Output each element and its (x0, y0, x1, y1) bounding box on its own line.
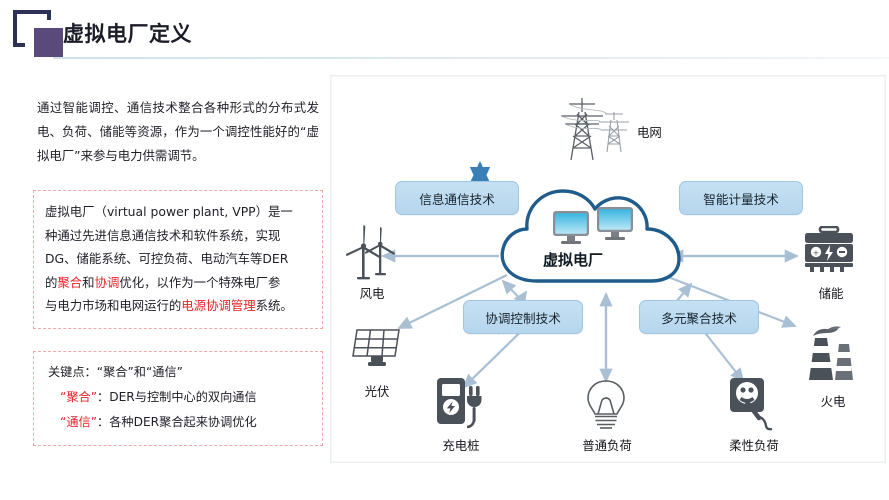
logo (13, 10, 67, 57)
tech-box-info-comm[interactable]: 信息通信技术 (395, 181, 519, 215)
center-label: 虚拟电厂 (543, 251, 604, 269)
bracket-icon (13, 10, 51, 47)
ev-charger-icon (437, 378, 482, 429)
monitor-icon-1 (553, 211, 589, 244)
definition-line-1: 虚拟电厂（virtual power plant, VPP）是一 (45, 204, 293, 219)
light-bulb-icon (587, 380, 625, 429)
definition-callout: 虚拟电厂（virtual power plant, VPP）是一 种通过先进信息… (33, 190, 323, 329)
tech-box-smart-metering[interactable]: 智能计量技术 (679, 181, 803, 215)
keypoint-sep-2: ： (97, 414, 110, 429)
title-divider (53, 57, 889, 59)
link-agg-socket (705, 333, 745, 383)
keypoint-term-2: “通信” (60, 414, 98, 429)
svg-text:+: + (813, 249, 820, 258)
node-label-grid: 电网 (637, 125, 662, 140)
node-label-normal-load: 普通负荷 (582, 438, 632, 453)
vpp-diagram: 虚拟电厂 信息通信技术 智能计量技术 协调控制技术 多元聚合技术 (330, 75, 886, 463)
cloud-shape (500, 189, 681, 283)
link-solar (397, 274, 508, 329)
keypoint-item-2: “通信”：各种DER聚合起来协调优化 (48, 410, 311, 435)
keypoint-desc-2: 各种DER聚合起来协调优化 (109, 414, 257, 429)
definition-line-4: 的聚合和协调优化，以作为一个特殊电厂参 (45, 274, 281, 290)
left-column: 通过智能调控、通信技术整合各种形式的分布式发电、负荷、储能等资源，作为一个调控性… (33, 96, 323, 446)
definition-line-2: 种通过先进信息通信技术和软件系统，实现 (45, 227, 281, 243)
definition-line-3: DG、储能系统、可控负荷、电动汽车等DER (45, 251, 289, 266)
node-label-charger: 充电桩 (442, 438, 480, 453)
definition-line-5: 与电力市场和电网运行的电源协调管理系统。 (45, 298, 293, 313)
highlight-juhe: 聚合 (57, 274, 83, 290)
keypoint-desc-1: DER与控制中心的双向通信 (109, 389, 257, 404)
keypoints-title: 关键点：“聚合”和“通信” (48, 364, 183, 379)
node-label-flexible-load: 柔性负荷 (729, 438, 779, 453)
battery-storage-icon: + (805, 226, 853, 272)
node-label-thermal: 火电 (820, 394, 846, 409)
keypoints-callout: 关键点：“聚合”和“通信” “聚合”：DER与控制中心的双向通信 “通信”：各种… (33, 350, 323, 446)
highlight-xietiao: 协调 (94, 274, 120, 290)
highlight-dianyuan: 电源协调管理 (181, 298, 256, 313)
tech-box-multi-aggregation[interactable]: 多元聚合技术 (639, 300, 759, 334)
wind-turbine-icon (346, 225, 395, 280)
keypoint-term-1: “聚合” (60, 389, 98, 404)
transmission-tower-icon (560, 98, 629, 161)
power-socket-plug-icon (730, 378, 773, 431)
node-label-solar: 光伏 (364, 384, 390, 399)
node-label-wind: 风电 (359, 286, 385, 301)
monitor-icon-2 (597, 207, 633, 240)
page-title: 虚拟电厂定义 (63, 22, 192, 46)
tech-box-coordinated-control[interactable]: 协调控制技术 (463, 300, 583, 334)
solar-panel-icon (352, 329, 400, 366)
keypoint-item-1: “聚合”：DER与控制中心的双向通信 (48, 385, 311, 410)
keypoint-sep-1: ： (97, 389, 110, 404)
node-label-storage: 储能 (818, 286, 844, 301)
thermal-plant-icon (807, 326, 853, 380)
square-icon (34, 28, 63, 57)
intro-paragraph: 通过智能调控、通信技术整合各种形式的分布式发电、负荷、储能等资源，作为一个调控性… (37, 100, 319, 163)
